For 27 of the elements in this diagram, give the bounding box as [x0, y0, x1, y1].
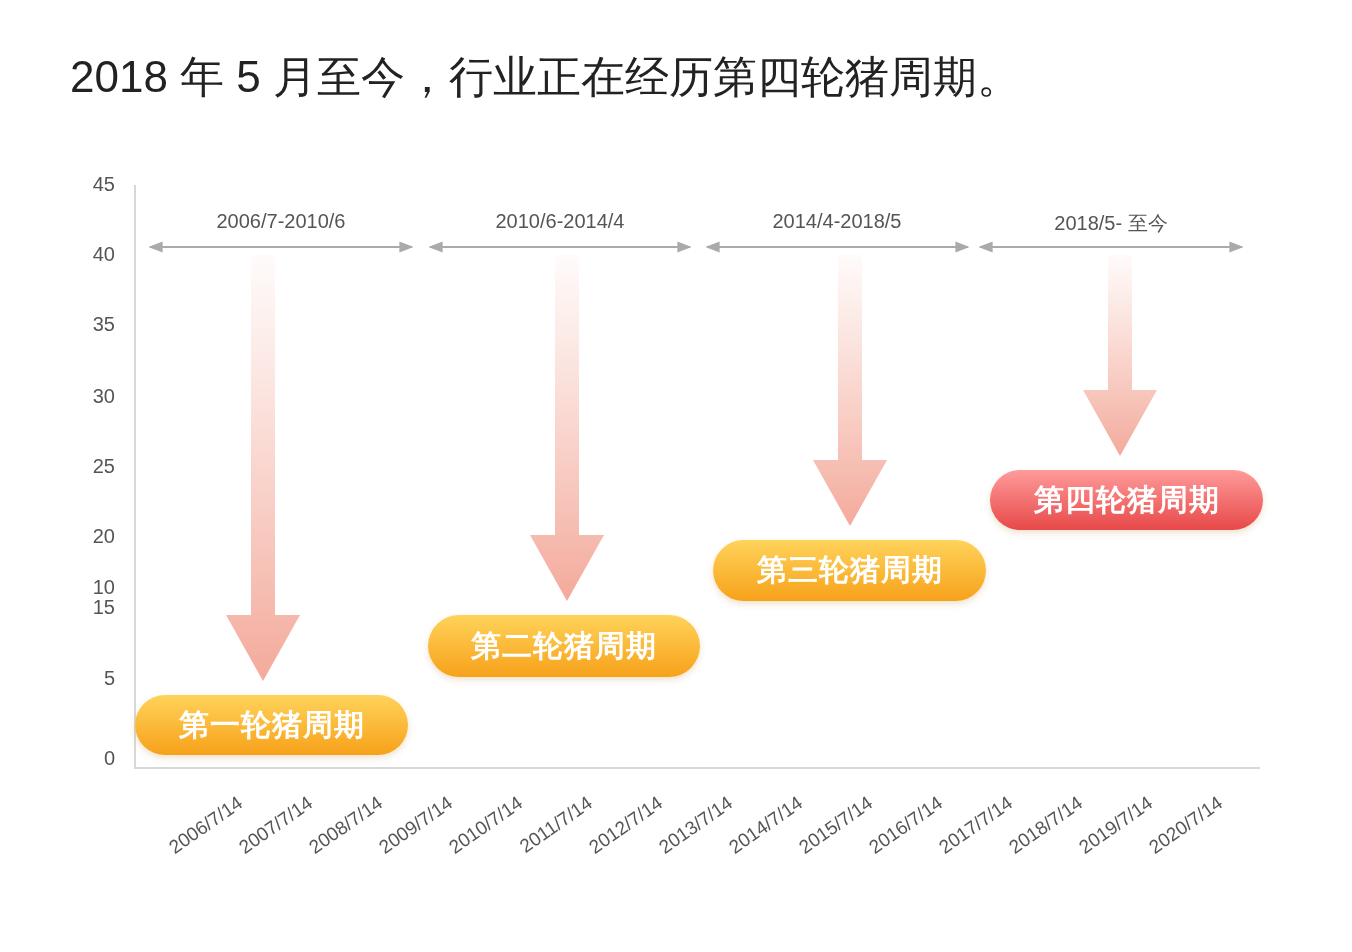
- axis-tick-label: 45: [91, 173, 115, 196]
- period-pill: [990, 470, 1263, 530]
- axis-tick-label: 40: [91, 243, 115, 266]
- axis-tick-label: 5: [102, 667, 115, 690]
- axis-tick-label: 20: [91, 525, 115, 548]
- period-label: 2006/7-2010/6: [215, 210, 347, 233]
- period-pill: [428, 615, 700, 677]
- axis-tick-label: 35: [91, 313, 115, 336]
- arrow: [813, 255, 887, 526]
- period-label: 2014/4-2018/5: [771, 210, 903, 233]
- axis-tick-label: 0: [102, 747, 115, 770]
- period-label: 2010/6-2014/4: [494, 210, 626, 233]
- period-pill: [135, 695, 408, 755]
- arrow: [530, 255, 604, 601]
- axis-tick-label: 25: [91, 455, 115, 478]
- arrow: [226, 255, 300, 681]
- period-name: 第一轮猪周期: [178, 706, 365, 743]
- period-pill: [713, 540, 986, 601]
- period-name: 第二轮猪周期: [471, 627, 657, 664]
- period-name: 第三轮猪周期: [756, 552, 943, 588]
- title: 2018 年 5 月至今，行业正在经历第四轮猪周期。: [70, 51, 1022, 103]
- axis-tick-label: 10: [91, 576, 115, 599]
- period-label: 2018/5- 至今: [1053, 211, 1169, 236]
- arrow: [1083, 255, 1157, 456]
- period-name: 第四轮猪周期: [1033, 481, 1220, 518]
- axis-tick-label: 15: [91, 596, 115, 619]
- axis-tick-label: 30: [91, 385, 115, 408]
